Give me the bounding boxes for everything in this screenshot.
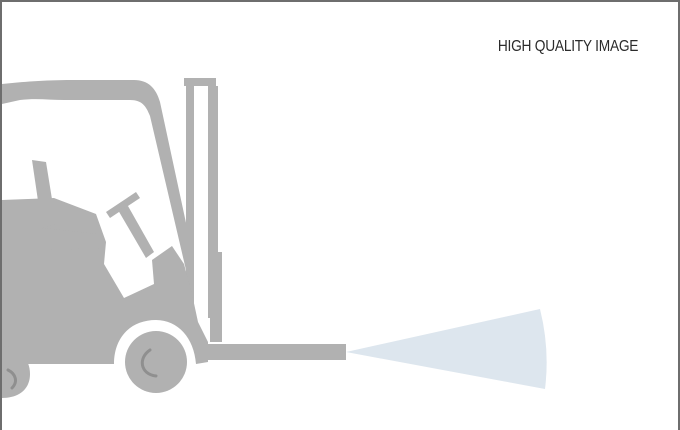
mast-carriage [210,252,222,342]
forks [208,344,346,360]
light-beam [346,309,547,389]
front-wheel [120,326,192,398]
mast-upper-cap [184,78,216,86]
steering-column [118,206,154,258]
caption-text: HIGH QUALITY IMAGE [498,38,638,56]
